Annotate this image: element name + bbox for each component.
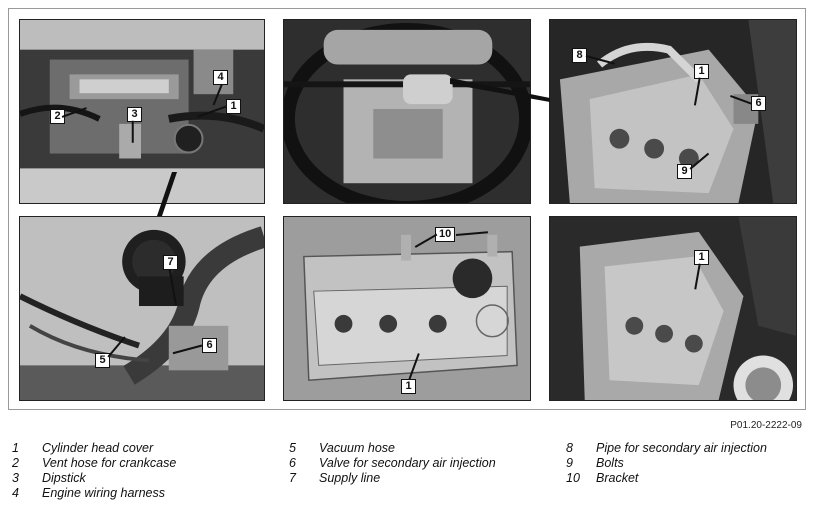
legend-number: 9 — [566, 456, 573, 470]
legend-item: 3 Dipstick — [12, 471, 176, 486]
legend-item: 10 Bracket — [566, 471, 767, 486]
underside-illustration — [284, 20, 530, 203]
legend-number: 2 — [12, 456, 19, 470]
legend-label: Bolts — [596, 456, 624, 470]
legend-number: 8 — [566, 441, 573, 455]
cylinder-head-cover-photo — [283, 216, 531, 401]
legend-label: Cylinder head cover — [42, 441, 154, 455]
legend-label: Vacuum hose — [319, 441, 395, 455]
callout-1-p1: 1 — [226, 99, 241, 114]
legend-number: 7 — [289, 471, 296, 485]
installed-head-photo — [549, 216, 797, 401]
legend-item: 1 Cylinder head cover — [12, 441, 176, 456]
callout-9-p3: 9 — [677, 164, 692, 179]
legend-number: 4 — [12, 486, 19, 500]
leader-line — [132, 120, 134, 143]
legend-label: Valve for secondary air injection — [319, 456, 496, 470]
callout-7-p4: 7 — [163, 255, 178, 270]
callout-8-p3: 8 — [572, 48, 587, 63]
callout-6-p3: 6 — [751, 96, 766, 111]
callout-10-p5: 10 — [435, 227, 456, 242]
legend-label: Vent hose for crankcase — [42, 456, 177, 470]
legend-label: Engine wiring harness — [42, 486, 165, 500]
legend-item: 5 Vacuum hose — [289, 441, 496, 456]
legend-column-2: 5 Vacuum hose 6 Valve for secondary air in… — [289, 441, 496, 486]
hoses-closeup-photo — [19, 216, 265, 401]
figure-reference: P01.20-2222-09 — [730, 420, 802, 431]
callout-4-p1: 4 — [213, 70, 228, 85]
cylinder-head-detail-illustration — [550, 20, 796, 203]
callout-1-p6: 1 — [694, 250, 709, 265]
legend-item: 9 Bolts — [566, 456, 767, 471]
legend-label: Pipe for secondary air injection — [596, 441, 767, 455]
callout-1-p5: 1 — [401, 379, 416, 394]
legend-item: 8 Pipe for secondary air injection — [566, 441, 767, 456]
legend-column-3: 8 Pipe for secondary air injection 9 Bolts… — [566, 441, 767, 486]
legend-number: 1 — [12, 441, 19, 455]
legend-column-1: 1 Cylinder head cover 2 Vent hose for cran… — [12, 441, 176, 501]
callout-5-p4: 5 — [95, 353, 110, 368]
installed-head-illustration — [550, 217, 796, 400]
legend-number: 3 — [12, 471, 19, 485]
legend-label: Bracket — [596, 471, 639, 485]
cylinder-head-detail-photo — [549, 19, 797, 204]
legend-item: 7 Supply line — [289, 471, 496, 486]
callout-6-p4: 6 — [202, 338, 217, 353]
callout-2-p1: 2 — [50, 109, 65, 124]
cylinder-head-cover-illustration — [284, 217, 530, 400]
legend-label: Supply line — [319, 471, 381, 485]
callout-3-p1: 3 — [127, 107, 142, 122]
underside-photo — [283, 19, 531, 204]
hoses-closeup-illustration — [20, 217, 264, 400]
legend-number: 5 — [289, 441, 296, 455]
legend-item: 4 Engine wiring harness — [12, 486, 176, 501]
legend-number: 10 — [566, 471, 580, 485]
legend-item: 2 Vent hose for crankcase — [12, 456, 176, 471]
legend-item: 6 Valve for secondary air injection — [289, 456, 496, 471]
legend-number: 6 — [289, 456, 296, 470]
callout-1-p3: 1 — [694, 64, 709, 79]
legend-label: Dipstick — [42, 471, 86, 485]
